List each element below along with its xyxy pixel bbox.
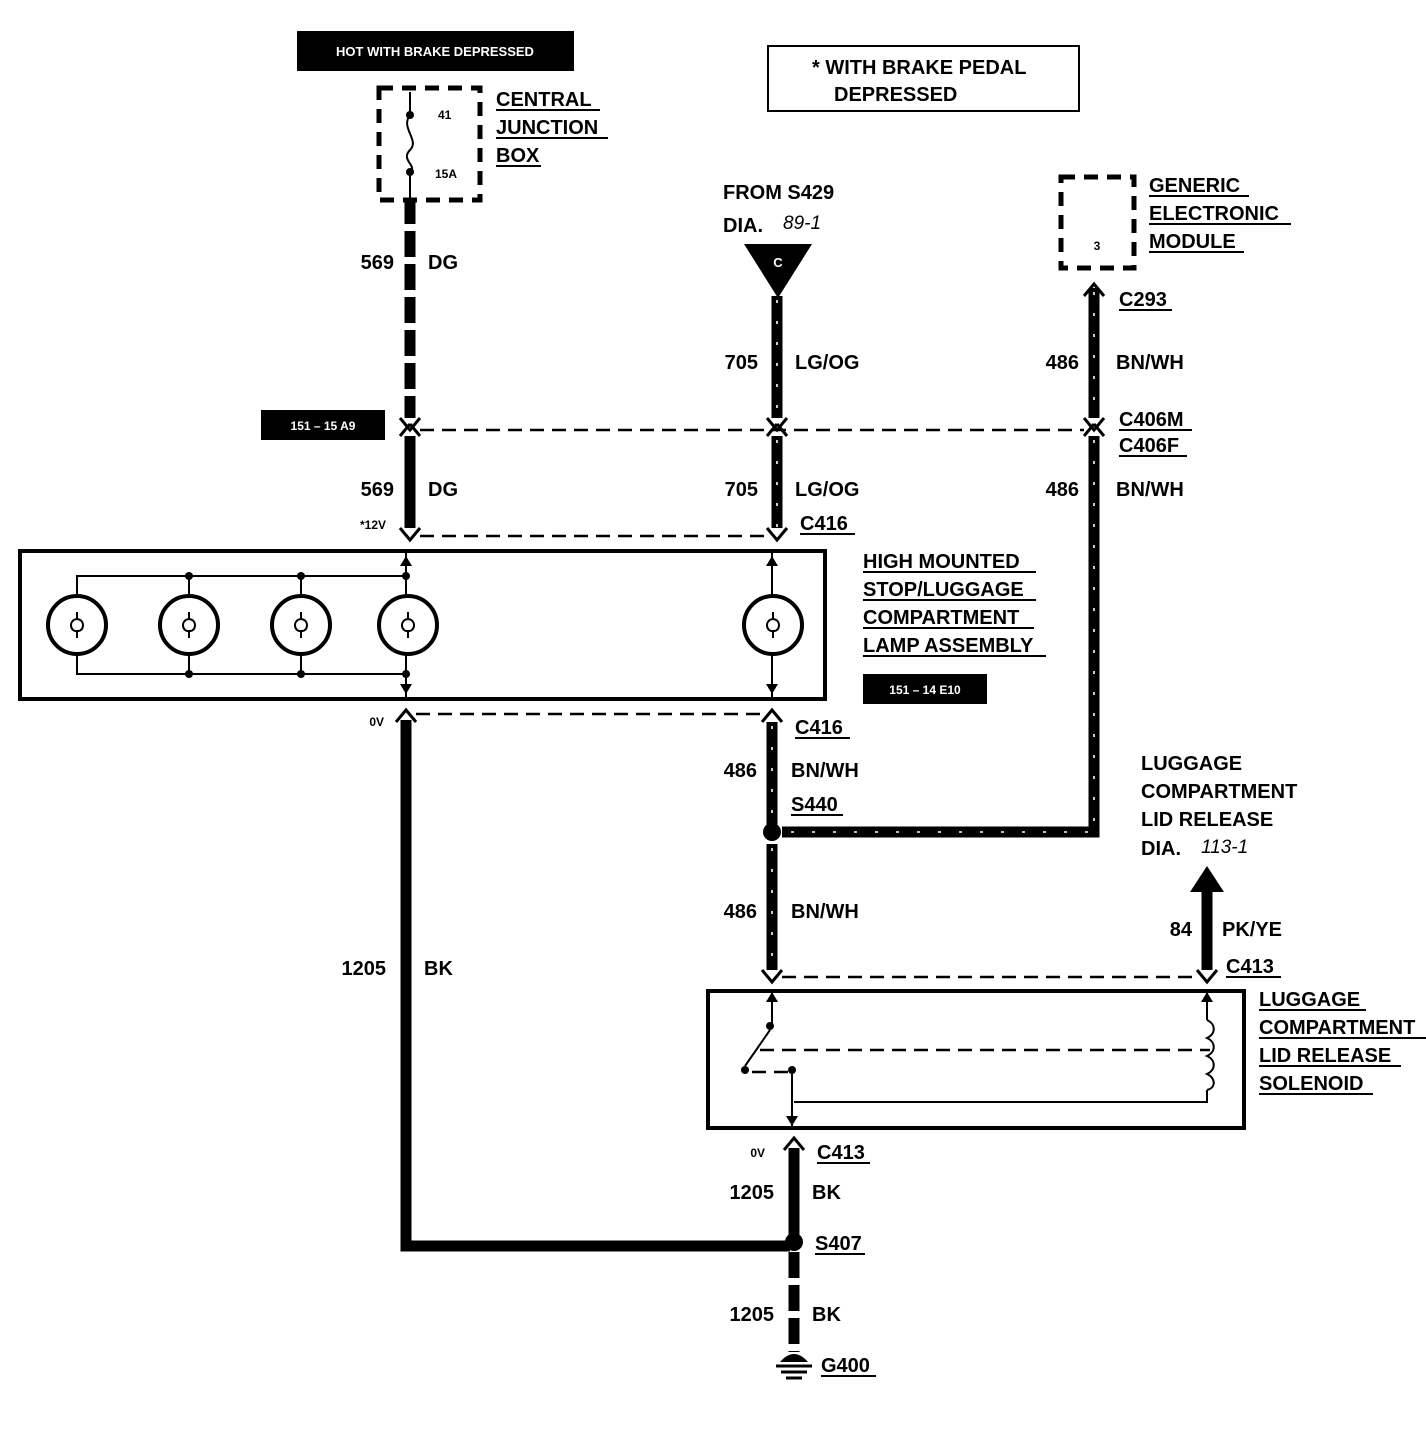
brake-note-line2: DEPRESSED (834, 84, 957, 106)
lamp-bulb-3-icon (270, 594, 332, 656)
brake-note-box (767, 45, 1080, 112)
source-dia-ref: 89-1 (783, 213, 821, 234)
hot-note-text: HOT WITH BRAKE DEPRESSED (336, 44, 534, 59)
wire-84-color: PK/YE (1222, 919, 1282, 941)
connector-pins (394, 281, 1219, 1151)
brake-note-line1: * WITH BRAKE PEDAL (812, 57, 1026, 79)
ref-a9-box (261, 410, 385, 440)
junction-box-label-3: BOX (496, 145, 540, 167)
source-dia-prefix: DIA. (723, 215, 763, 237)
solenoid-internal (741, 992, 1215, 1126)
lid-release-dia-prefix: DIA. (1141, 838, 1181, 860)
lamp-assembly-label-2: STOP/LUGGAGE (863, 579, 1024, 601)
ground-g400-icon (776, 1354, 812, 1380)
connector-c416-top-label: C416 (800, 513, 848, 535)
lamp-bulb-1-icon (46, 594, 108, 656)
connector-c416-bottom-label: C416 (795, 717, 843, 739)
wire-486-number-solenoid: 486 (724, 901, 757, 923)
lamp-bulb-4-icon (377, 594, 439, 656)
gem-label-2: ELECTRONIC (1149, 203, 1279, 225)
gem-label-1: GENERIC (1149, 175, 1240, 197)
wire-486-number-right: 486 (1046, 479, 1079, 501)
wire-1205-number-lower: 1205 (730, 1304, 775, 1326)
wire-569-color-upper: DG (428, 252, 458, 274)
connector-c-letter: C (773, 255, 783, 270)
wire-486-number-gem: 486 (1046, 352, 1079, 374)
connector-c406f-label: C406F (1119, 435, 1179, 457)
fuse-number: 41 (438, 108, 452, 122)
lamp-bulb-2-icon (158, 594, 220, 656)
connector-c413-bottom-label: C413 (817, 1142, 865, 1164)
connector-c-triangle-icon (744, 244, 812, 298)
gem-box (1058, 174, 1137, 271)
lamp-bulb-5-icon (742, 594, 804, 656)
voltage-12v-label: *12V (360, 518, 386, 532)
lid-release-label-1: LUGGAGE (1141, 753, 1242, 775)
wire-1205-lamp-ground (400, 720, 790, 1252)
fuse-rating: 15A (435, 167, 457, 181)
wire-705-number-lower: 705 (725, 479, 758, 501)
solenoid-label-3: LID RELEASE (1259, 1045, 1391, 1067)
fuse-icon (405, 114, 414, 173)
lamp-assembly-label-1: HIGH MOUNTED (863, 551, 1020, 573)
splice-s440-label: S440 (791, 794, 838, 816)
arrow-up-icon (1190, 866, 1224, 892)
ref-e10-label: 151 – 14 E10 (889, 683, 961, 697)
connector-c413-top-label: C413 (1226, 956, 1274, 978)
wire-569-color-lower: DG (428, 479, 458, 501)
wire-1205-color-mid: BK (812, 1182, 841, 1204)
wire-486-color-right: BN/WH (1116, 479, 1184, 501)
lid-release-label-3: LID RELEASE (1141, 809, 1273, 831)
wire-84-number: 84 (1170, 919, 1193, 941)
wire-705-color-lower: LG/OG (795, 479, 859, 501)
solenoid-label-2: COMPARTMENT (1259, 1017, 1415, 1039)
wire-705-color-upper: LG/OG (795, 352, 859, 374)
junction-box-label-2: JUNCTION (496, 117, 598, 139)
lamp-assembly-box (18, 549, 827, 701)
splice-s407-icon (785, 1233, 803, 1251)
connector-c293-label: C293 (1119, 289, 1167, 311)
wire-705-number-upper: 705 (725, 352, 758, 374)
voltage-0v-solenoid-label: 0V (750, 1146, 765, 1160)
junction-box-label-1: CENTRAL (496, 89, 592, 111)
lamp-assembly-label-3: COMPARTMENT (863, 607, 1019, 629)
lid-release-label-2: COMPARTMENT (1141, 781, 1297, 803)
hot-note-box (297, 31, 574, 71)
splice-s440-icon (763, 823, 781, 841)
central-junction-box: 41 15A (376, 85, 483, 203)
connector-c406m-label: C406M (1119, 409, 1183, 431)
wire-1205-color-lower: BK (812, 1304, 841, 1326)
wire-486-color-lamp: BN/WH (791, 760, 859, 782)
wire-486-color-gem: BN/WH (1116, 352, 1184, 374)
voltage-0v-lamp-label: 0V (369, 715, 384, 729)
ref-a9-label: 151 – 15 A9 (291, 419, 356, 433)
gem-pin: 3 (1094, 239, 1101, 253)
solenoid-label-4: SOLENOID (1259, 1073, 1363, 1095)
from-s429-label: FROM S429 (723, 182, 834, 204)
wire-1205-number-mid: 1205 (730, 1182, 775, 1204)
lid-release-dia-ref: 113-1 (1201, 837, 1248, 858)
wire-1205-color-left: BK (424, 958, 453, 980)
wire-1205-number-left: 1205 (342, 958, 387, 980)
gem-label-3: MODULE (1149, 231, 1236, 253)
wire-569-number-upper: 569 (361, 252, 394, 274)
solenoid-coil-icon (1204, 1019, 1215, 1091)
splice-s407-label: S407 (815, 1233, 862, 1255)
wire-486-color-solenoid: BN/WH (791, 901, 859, 923)
lamp-assembly-label-4: LAMP ASSEMBLY (863, 635, 1034, 657)
wire-486-number-lamp: 486 (724, 760, 757, 782)
solenoid-label-1: LUGGAGE (1259, 989, 1360, 1011)
wire-569-number-lower: 569 (361, 479, 394, 501)
ground-g400-label: G400 (821, 1355, 870, 1377)
ref-e10-box (863, 674, 987, 704)
solenoid-box (706, 989, 1246, 1130)
switch-contact-icon (744, 1029, 771, 1067)
